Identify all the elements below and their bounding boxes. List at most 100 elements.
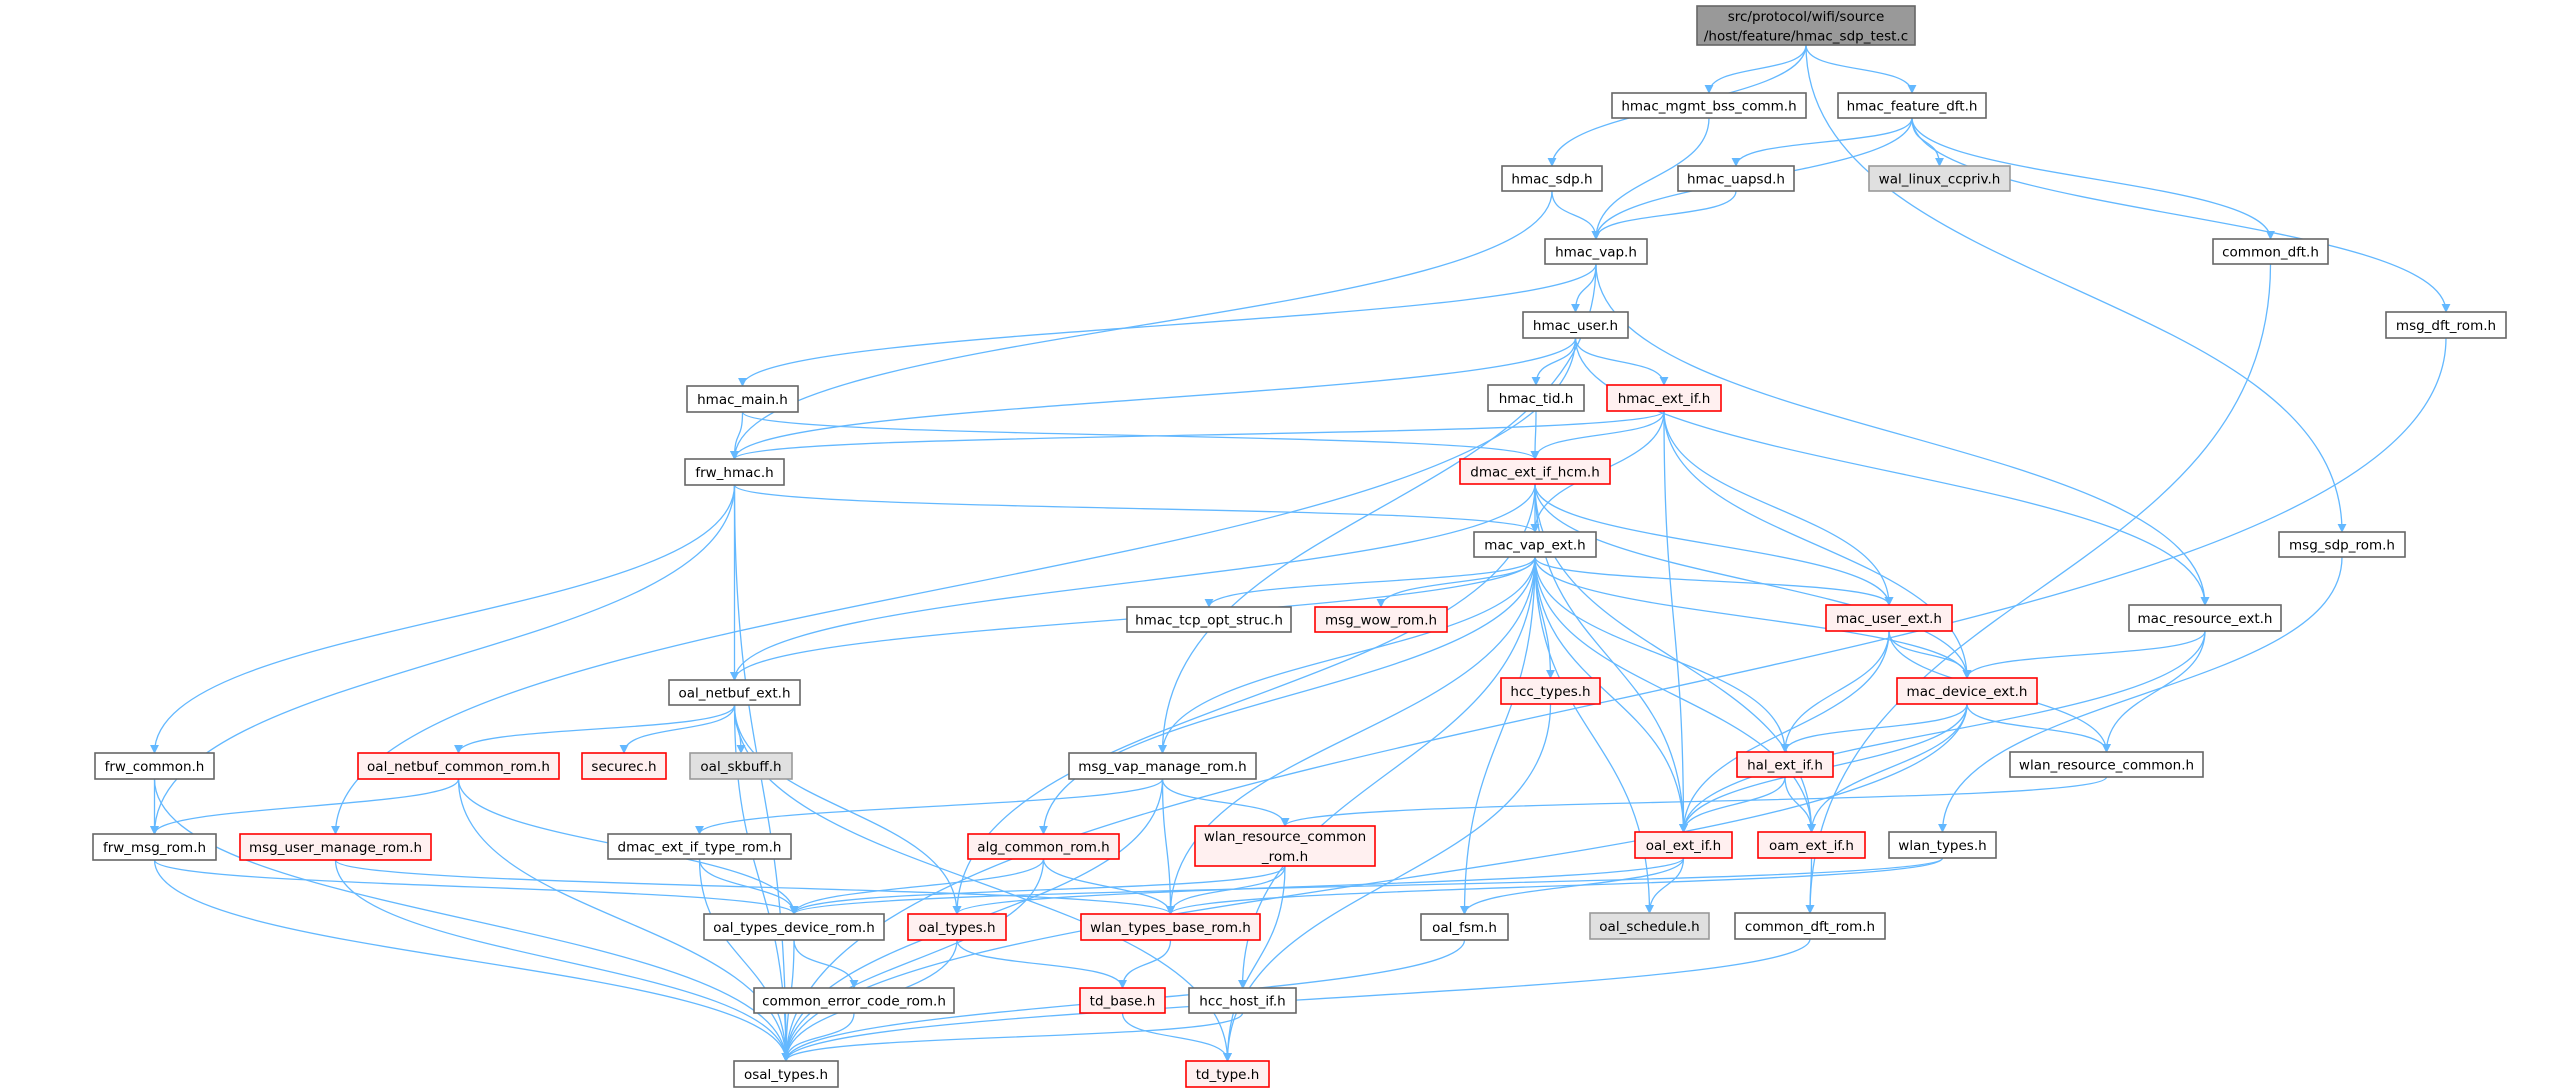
node-mac-vap-ext[interactable]: mac_vap_ext.h [1473, 531, 1597, 558]
edge-oal_types-to-td_base [956, 939, 1127, 989]
node-dmac-ext-if-type-rom[interactable]: dmac_ext_if_type_rom.h [607, 833, 792, 860]
node-label: frw_hmac.h [695, 465, 773, 481]
node-box [1734, 912, 1886, 940]
node-frw-hmac[interactable]: frw_hmac.h [684, 458, 785, 486]
node-box [1896, 677, 2038, 705]
node-label: hmac_tid.h [1499, 391, 1574, 407]
node-wlan-types-base-rom[interactable]: wlan_types_base_rom.h [1080, 913, 1261, 941]
edge-hmac_feature_dft-to-msg_dft_rom [1911, 117, 2451, 313]
edge-hmac_ext_if-to-mac_user_ext [1663, 410, 1894, 606]
node-oal-skbuff[interactable]: oal_skbuff.h [689, 752, 793, 780]
node-frw-common[interactable]: frw_common.h [94, 752, 215, 780]
node-box [1459, 458, 1611, 485]
node-td-base[interactable]: td_base.h [1079, 987, 1166, 1014]
edge-oal_netbuf_ext-to-securec [619, 704, 736, 754]
node-label: wlan_resource_common.h [2019, 758, 2194, 774]
edge-frw_hmac-to-frw_msg_rom [150, 484, 736, 835]
node-box [1487, 384, 1585, 412]
node-frw-msg-rom[interactable]: frw_msg_rom.h [92, 833, 217, 861]
node-label: wal_linux_ccpriv.h [1879, 172, 2001, 188]
edge-dmac_ext_if_hcm-to-oal_netbuf_ext [730, 483, 1536, 681]
node-oal-netbuf-common-rom[interactable]: oal_netbuf_common_rom.h [357, 752, 560, 780]
node-alg-common-rom[interactable]: alg_common_rom.h [967, 833, 1120, 860]
node-label: _rom.h [1261, 849, 1308, 865]
node-hmac-ext-if[interactable]: hmac_ext_if.h [1606, 384, 1722, 412]
node-mac-resource-ext[interactable]: mac_resource_ext.h [2128, 604, 2282, 632]
node-root[interactable]: src/protocol/wifi/source/host/feature/hm… [1696, 5, 1916, 46]
node-label: hmac_ext_if.h [1618, 391, 1711, 407]
edge-mac_resource_ext-to-wlan_resource_common [2102, 630, 2206, 753]
node-box [753, 987, 955, 1014]
node-label: mac_device_ext.h [1907, 684, 2028, 700]
node-label: oal_fsm.h [1432, 920, 1497, 936]
node-td-type[interactable]: td_type.h [1185, 1060, 1270, 1088]
edge-frw_hmac-to-mac_vap_ext [733, 484, 1540, 533]
edge-mac_vap_ext-to-hal_ext_if [1534, 556, 1790, 753]
node-wlan-resource-common[interactable]: wlan_resource_common.h [2009, 751, 2204, 778]
node-wlan-types[interactable]: wlan_types.h [1888, 831, 1997, 859]
node-mac-user-ext[interactable]: mac_user_ext.h [1825, 604, 1953, 632]
node-label: oal_types_device_rom.h [713, 920, 875, 936]
edge-oal_ext_if-to-oal_types [952, 857, 1685, 915]
edge-hmac_vap-to-mac_resource_ext [1595, 263, 2210, 606]
edge-msg_sdp_rom-to-wlan_types [1938, 556, 2343, 833]
node-label: hmac_uapsd.h [1687, 172, 1785, 188]
node-box [668, 679, 801, 706]
node-msg-vap-manage-rom[interactable]: msg_vap_manage_rom.h [1068, 752, 1257, 780]
edge-common_error_code_rom-to-osal_types [781, 1012, 855, 1062]
node-msg-sdp-rom[interactable]: msg_sdp_rom.h [2278, 531, 2406, 558]
node-box [1522, 311, 1629, 339]
node-oam-ext-if[interactable]: oam_ext_if.h [1757, 831, 1866, 859]
node-common-error-code-rom[interactable]: common_error_code_rom.h [753, 987, 955, 1014]
node-label: dmac_ext_if_type_rom.h [618, 840, 782, 856]
node-hcc-host-if[interactable]: hcc_host_if.h [1188, 987, 1297, 1014]
edge-hmac_sdp-to-frw_hmac [730, 190, 1553, 460]
node-msg-wow-rom[interactable]: msg_wow_rom.h [1314, 606, 1448, 633]
node-box [1736, 751, 1834, 778]
node-label: common_error_code_rom.h [762, 994, 946, 1010]
node-common-dft[interactable]: common_dft.h [2212, 238, 2329, 265]
node-hmac-sdp[interactable]: hmac_sdp.h [1501, 165, 1603, 192]
node-dmac-ext-if-hcm[interactable]: dmac_ext_if_hcm.h [1459, 458, 1611, 485]
node-osal-types[interactable]: osal_types.h [733, 1060, 839, 1088]
node-msg-user-manage-rom[interactable]: msg_user_manage_rom.h [239, 833, 432, 861]
node-hmac-feature-dft[interactable]: hmac_feature_dft.h [1837, 92, 1987, 119]
node-mac-device-ext[interactable]: mac_device_ext.h [1896, 677, 2038, 705]
node-oal-fsm[interactable]: oal_fsm.h [1420, 913, 1509, 941]
edge-hal_ext_if-to-oal_ext_if [1679, 776, 1786, 833]
edge-hmac_vap-to-hmac_user [1571, 263, 1597, 313]
node-oal-schedule[interactable]: oal_schedule.h [1589, 912, 1710, 940]
node-hal-ext-if[interactable]: hal_ext_if.h [1736, 751, 1834, 778]
node-box [1837, 92, 1987, 119]
node-oal-ext-if[interactable]: oal_ext_if.h [1634, 831, 1733, 859]
edge-mac_vap_ext-to-hmac_tcp_opt_struc [1204, 556, 1536, 608]
node-box [1544, 238, 1648, 265]
node-box [607, 833, 792, 860]
edge-frw_msg_rom-to-osal_types [153, 859, 791, 1062]
node-oal-netbuf-ext[interactable]: oal_netbuf_ext.h [668, 679, 801, 706]
edge-frw_msg_rom-to-oal_types_device_rom [153, 859, 799, 915]
node-hcc-types[interactable]: hcc_types.h [1500, 677, 1601, 705]
node-securec[interactable]: securec.h [581, 752, 667, 780]
node-label: dmac_ext_if_hcm.h [1470, 465, 1600, 481]
node-msg-dft-rom[interactable]: msg_dft_rom.h [2385, 311, 2507, 339]
node-hmac-mgmt-bss-comm[interactable]: hmac_mgmt_bss_comm.h [1611, 92, 1807, 119]
node-wlan-resource-common-rom[interactable]: wlan_resource_common_rom.h [1194, 825, 1376, 867]
edge-msg_vap_manage_rom-to-wlan_types_base_rom [1161, 778, 1175, 915]
node-hmac-tcp-opt-struc[interactable]: hmac_tcp_opt_struc.h [1126, 606, 1292, 633]
node-oal-types[interactable]: oal_types.h [907, 913, 1007, 941]
edge-alg_common_rom-to-osal_types [781, 858, 1045, 1062]
node-hmac-user[interactable]: hmac_user.h [1522, 311, 1629, 339]
edge-hmac_vap-to-msg_vap_manage_rom [1158, 263, 1597, 754]
node-box [686, 385, 799, 413]
node-hmac-main[interactable]: hmac_main.h [686, 385, 799, 413]
node-common-dft-rom[interactable]: common_dft_rom.h [1734, 912, 1886, 940]
node-hmac-vap[interactable]: hmac_vap.h [1544, 238, 1648, 265]
node-hmac-uapsd[interactable]: hmac_uapsd.h [1677, 165, 1795, 192]
node-oal-types-device-rom[interactable]: oal_types_device_rom.h [703, 913, 885, 941]
node-label: common_dft_rom.h [1745, 919, 1875, 935]
node-hmac-tid[interactable]: hmac_tid.h [1487, 384, 1585, 412]
node-wal-linux-ccpriv[interactable]: wal_linux_ccpriv.h [1868, 165, 2011, 192]
edge-mac_user_ext-to-oal_ext_if [1679, 630, 1890, 833]
node-label: msg_dft_rom.h [2396, 318, 2496, 334]
